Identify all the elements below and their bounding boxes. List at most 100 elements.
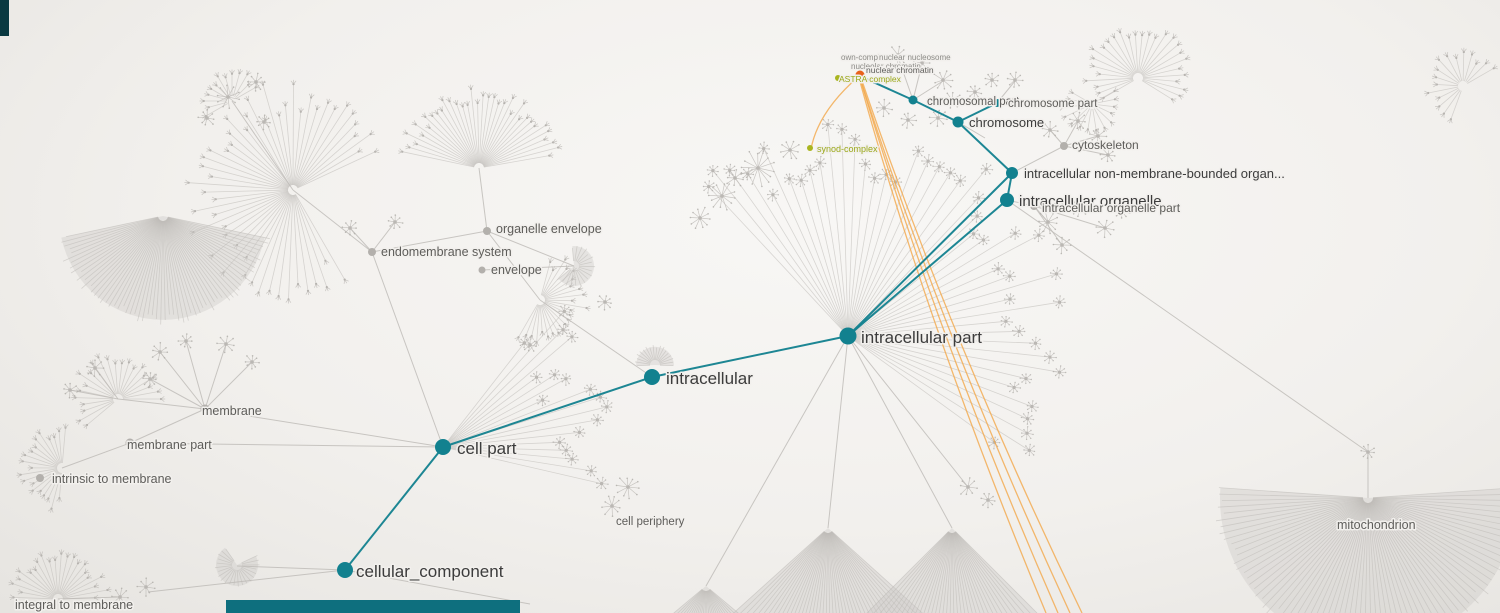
cluster-spoke	[232, 72, 240, 97]
term-label[interactable]: mitochondrion	[1336, 517, 1418, 534]
leaf-burst	[597, 295, 612, 311]
cluster-spoke	[1215, 498, 1364, 522]
term-label[interactable]: intracellular organelle	[1018, 192, 1164, 212]
node-intracellular-organelle[interactable]	[1000, 193, 1014, 207]
node-membrane[interactable]	[200, 404, 210, 414]
term-label[interactable]: intracellular part	[860, 327, 984, 349]
cluster-spoke	[220, 568, 234, 581]
term-label[interactable]: own-complex	[840, 52, 890, 64]
cluster-spoke	[542, 259, 566, 297]
cluster-spoke	[40, 471, 59, 492]
cluster-spoke	[772, 194, 847, 332]
node-intracellular[interactable]	[644, 369, 660, 385]
cluster-spoke	[1139, 37, 1156, 74]
cluster-spoke	[847, 139, 856, 332]
node-intrinsic-to-membrane[interactable]	[36, 474, 44, 482]
leaf-burst	[726, 169, 744, 187]
cluster-spoke	[61, 216, 159, 243]
node-organelle-envelope[interactable]	[483, 227, 491, 235]
term-label[interactable]: intracellular non-membrane-bounded organ…	[1023, 165, 1287, 183]
cluster-spoke	[693, 590, 705, 613]
cluster-spoke	[1220, 498, 1364, 528]
cluster-spoke	[218, 566, 233, 572]
node-intracellular-non-membrane-bounded-organelle[interactable]	[1006, 167, 1018, 179]
node-envelope[interactable]	[478, 266, 486, 274]
cluster-spoke	[215, 190, 289, 200]
cluster-spoke	[828, 532, 847, 613]
term-label[interactable]: cellular_component	[355, 561, 506, 583]
cluster-spoke	[296, 124, 356, 187]
cluster-spoke	[293, 194, 317, 284]
cluster-spoke	[1439, 88, 1460, 107]
cluster-spoke	[706, 590, 713, 613]
term-label[interactable]: intrinsic to membrane	[51, 471, 174, 488]
node-selected-term[interactable]	[855, 70, 865, 80]
cluster-spoke	[707, 590, 721, 613]
node-cell-part[interactable]	[435, 439, 451, 455]
highlight-path-edge	[442, 376, 653, 448]
node-chromosomal-part[interactable]	[908, 95, 918, 105]
cluster-spoke	[786, 532, 827, 613]
term-label[interactable]: chromosome	[968, 114, 1046, 132]
cluster-spoke	[677, 589, 703, 613]
node-synod-complex[interactable]	[807, 145, 813, 151]
term-label[interactable]: synod-complex	[816, 143, 880, 156]
cluster-spoke	[447, 447, 602, 484]
cluster-spoke	[437, 113, 477, 165]
cluster-spoke	[952, 532, 969, 613]
term-label[interactable]: chromosomal part	[926, 95, 1022, 110]
term-label[interactable]: cell part	[456, 438, 519, 460]
cluster-spoke	[852, 337, 1015, 388]
cluster-spoke	[251, 194, 292, 283]
cluster-spoke	[141, 220, 163, 322]
cluster-spoke	[852, 336, 1027, 379]
term-label[interactable]: integral to membrane	[14, 597, 135, 613]
node-cellular-component[interactable]	[337, 562, 353, 578]
cluster-spoke	[223, 193, 291, 273]
term-label[interactable]: chromosome part	[1007, 97, 1100, 112]
cluster-spoke	[12, 583, 54, 598]
ancestry-edge-orange	[860, 77, 1083, 613]
term-label[interactable]: intracellular	[665, 368, 755, 390]
term-label[interactable]: intracellular organelle part	[1041, 200, 1183, 217]
term-label[interactable]: endomembrane system	[380, 244, 514, 261]
cluster-spoke	[525, 304, 539, 336]
cluster-spoke	[1370, 502, 1439, 613]
node-cytoskeleton[interactable]	[1060, 142, 1068, 150]
cluster-spoke	[60, 563, 86, 596]
term-label[interactable]: cytoskeleton	[1071, 137, 1141, 154]
term-label[interactable]: nuclear nucleosome	[878, 52, 953, 64]
cluster-spoke	[1372, 499, 1500, 537]
term-label[interactable]: membrane	[201, 403, 264, 420]
node-intracellular-part[interactable]	[839, 327, 857, 345]
node-intracellular-organelle-part[interactable]	[1030, 202, 1038, 210]
cluster-spoke	[695, 590, 705, 613]
cluster-spoke	[708, 590, 723, 613]
cluster-spoke	[105, 219, 161, 303]
cluster-spoke	[160, 220, 164, 325]
cluster-spoke	[849, 181, 896, 332]
cluster-spoke	[482, 124, 547, 166]
term-label[interactable]: envelope	[490, 262, 544, 279]
term-label[interactable]: organelle envelope	[495, 221, 604, 238]
cluster-spoke	[166, 219, 242, 286]
cluster-spoke	[297, 151, 376, 189]
cluster-spoke	[134, 220, 162, 315]
leaf-burst	[984, 72, 1000, 88]
term-label[interactable]: cell periphery	[615, 515, 687, 530]
node-membrane-part[interactable]	[125, 438, 135, 448]
node-endomembrane-system[interactable]	[368, 248, 376, 256]
term-label[interactable]: membrane part	[126, 437, 214, 454]
cluster-spoke	[1278, 501, 1366, 610]
cluster-spoke	[90, 219, 160, 287]
term-label[interactable]: nucleolar chromatin	[850, 61, 923, 73]
term-label[interactable]: ASTRA complex	[838, 73, 904, 86]
cluster-spoke	[652, 345, 655, 361]
node-chromosome-part[interactable]	[993, 99, 1001, 107]
node-chromosome[interactable]	[952, 116, 964, 128]
cluster-spoke	[62, 576, 102, 598]
node-astra-complex[interactable]	[835, 75, 841, 81]
term-label[interactable]: nuclear chromatin	[865, 64, 936, 77]
